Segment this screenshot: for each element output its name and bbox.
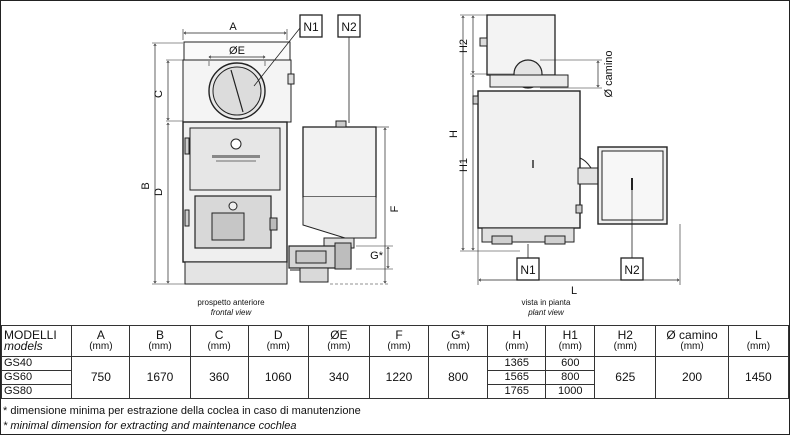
value-cell: 200 — [655, 356, 729, 399]
callout-n2-front — [337, 14, 361, 38]
dimensions-table: MODELLI models A(mm) B(mm) C(mm) D(mm) Ø… — [0, 325, 790, 399]
logo-icon — [230, 138, 242, 150]
col-header: H(mm) — [487, 325, 547, 357]
col-header: F(mm) — [368, 325, 430, 357]
models-header: MODELLI models — [0, 325, 73, 357]
front-view-caption: prospetto anteriore frontal view — [131, 298, 331, 318]
dim-c-label: C — [153, 90, 165, 98]
dim-camino-label: Ø camino — [603, 50, 615, 97]
dim-a-label: A — [229, 21, 237, 33]
dim-d-label: D — [153, 188, 165, 196]
value-cell: 1450 — [727, 356, 790, 399]
svg-text:N2: N2 — [624, 263, 640, 277]
col-header: ØE(mm) — [307, 325, 370, 357]
value-cell: 1670 — [129, 356, 191, 399]
value-cell: 600 — [545, 356, 596, 371]
front-view — [152, 27, 393, 285]
table-row: GS80 1765 1000 — [0, 384, 789, 399]
table-header-row: MODELLI models A(mm) B(mm) C(mm) D(mm) Ø… — [0, 325, 790, 357]
dim-e-label: ØE — [229, 45, 245, 57]
value-cell: 360 — [189, 356, 249, 399]
col-header: D(mm) — [247, 325, 309, 357]
dim-l-label: L — [571, 285, 577, 297]
note-italian: * dimensione minima per estrazione della… — [3, 405, 361, 417]
value-cell: 1220 — [368, 356, 430, 399]
dim-h2-label: H2 — [458, 39, 470, 53]
value-cell: 1000 — [545, 384, 596, 399]
col-header: C(mm) — [189, 325, 249, 357]
value-cell: 1365 — [487, 356, 547, 371]
value-cell: 1765 — [487, 384, 547, 399]
dim-h1-label: H1 — [458, 158, 470, 172]
value-cell: 800 — [545, 370, 596, 385]
model-cell: GS40 — [0, 356, 73, 371]
plan-view — [460, 14, 681, 285]
callout-n1-front — [299, 14, 323, 38]
value-cell: 1565 — [487, 370, 547, 385]
col-header: H1(mm) — [545, 325, 596, 357]
value-cell: 800 — [428, 356, 489, 399]
col-header: Ø camino(mm) — [655, 325, 729, 357]
note-english: * minimal dimension for extracting and m… — [3, 420, 297, 432]
front-caption-it: prospetto anteriore — [197, 298, 265, 307]
col-header: A(mm) — [71, 325, 131, 357]
svg-text:N1: N1 — [303, 20, 319, 34]
dim-b-label: B — [140, 182, 152, 189]
col-header: G*(mm) — [428, 325, 489, 357]
value-cell: 1060 — [247, 356, 309, 399]
plan-view-caption: vista in pianta plant view — [446, 298, 646, 318]
pellet-hopper — [302, 126, 377, 198]
col-header: H2(mm) — [594, 325, 657, 357]
dim-g-label: G* — [370, 250, 384, 262]
value-cell: 340 — [307, 356, 370, 399]
technical-drawing: A ØE C B D F G* N1 N2 — [140, 14, 681, 297]
svg-text:N1: N1 — [520, 263, 536, 277]
dim-h-label: H — [448, 130, 460, 138]
plan-caption-it: vista in pianta — [521, 298, 571, 307]
plan-caption-en: plant view — [528, 308, 564, 317]
value-cell: 625 — [594, 356, 657, 399]
model-cell: GS80 — [0, 384, 73, 399]
dim-f-label: F — [389, 205, 401, 212]
callout-n1-plan — [516, 257, 540, 281]
front-caption-en: frontal view — [210, 308, 252, 317]
model-cell: GS60 — [0, 370, 73, 385]
table-row: GS40 750 1670 360 1060 340 1220 800 1365… — [0, 356, 790, 399]
col-header: B(mm) — [129, 325, 191, 357]
svg-text:N2: N2 — [341, 20, 357, 34]
plan-boiler-body — [477, 90, 581, 229]
col-header: L(mm) — [727, 325, 790, 357]
value-cell: 750 — [71, 356, 131, 399]
callout-n2-plan — [620, 257, 644, 281]
